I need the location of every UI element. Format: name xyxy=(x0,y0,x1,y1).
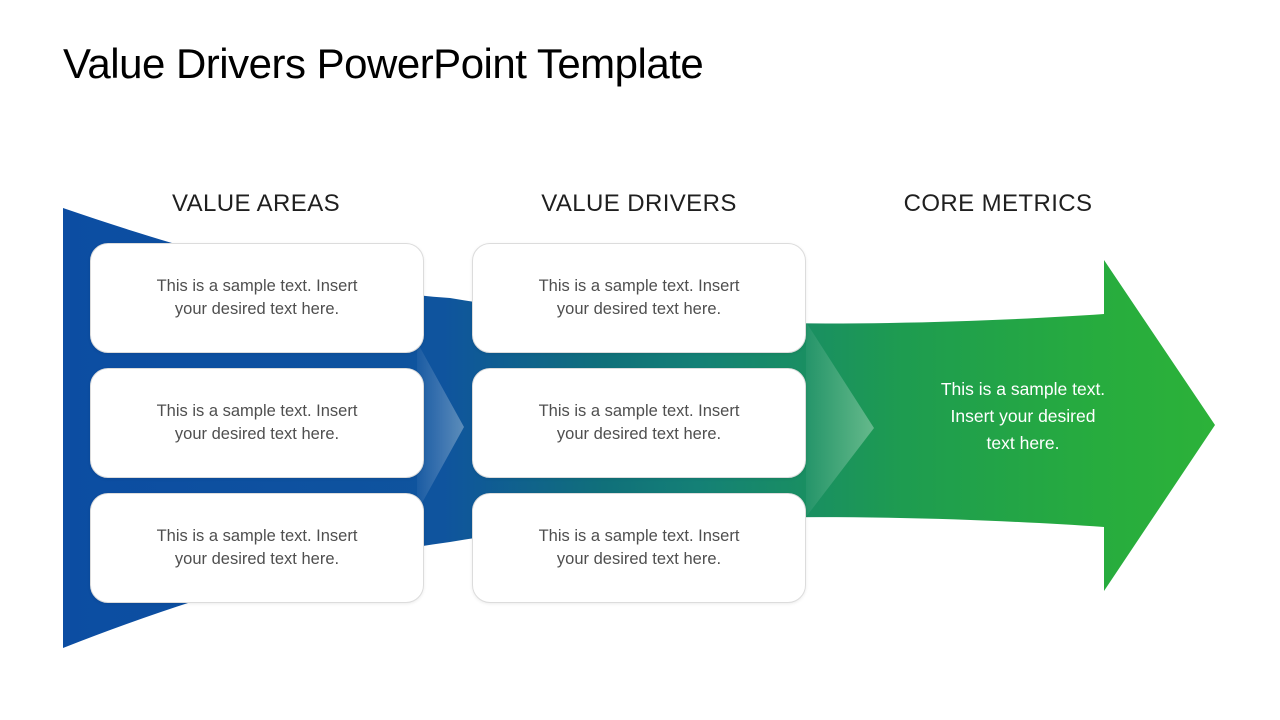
value-driver-box-1[interactable]: This is a sample text. Insert your desir… xyxy=(472,243,806,353)
column-header-value-drivers: VALUE DRIVERS xyxy=(541,190,737,217)
placeholder-text: This is a sample text. Insert your desir… xyxy=(538,527,740,568)
value-area-box-2[interactable]: This is a sample text. Insert your desir… xyxy=(90,368,424,478)
column-header-core-metrics: CORE METRICS xyxy=(903,190,1093,217)
placeholder-text: This is a sample text. Insert your desir… xyxy=(156,402,358,443)
placeholder-text: This is a sample text. Insert your desir… xyxy=(156,277,358,318)
chevron-divider-1 xyxy=(417,342,464,512)
value-driver-box-2[interactable]: This is a sample text. Insert your desir… xyxy=(472,368,806,478)
value-driver-box-3[interactable]: This is a sample text. Insert your desir… xyxy=(472,493,806,603)
placeholder-text: This is a sample text. Insert your desir… xyxy=(538,402,740,443)
column-header-value-areas: VALUE AREAS xyxy=(171,190,341,217)
placeholder-text: This is a sample text. Insert your desir… xyxy=(156,527,358,568)
slide-title: Value Drivers PowerPoint Template xyxy=(63,40,704,87)
chevron-divider-2 xyxy=(806,322,874,517)
value-area-box-1[interactable]: This is a sample text. Insert your desir… xyxy=(90,243,424,353)
core-metrics-placeholder-text[interactable]: This is a sample text. Insert your desir… xyxy=(940,379,1106,453)
placeholder-text: This is a sample text. Insert your desir… xyxy=(538,277,740,318)
value-area-box-3[interactable]: This is a sample text. Insert your desir… xyxy=(90,493,424,603)
